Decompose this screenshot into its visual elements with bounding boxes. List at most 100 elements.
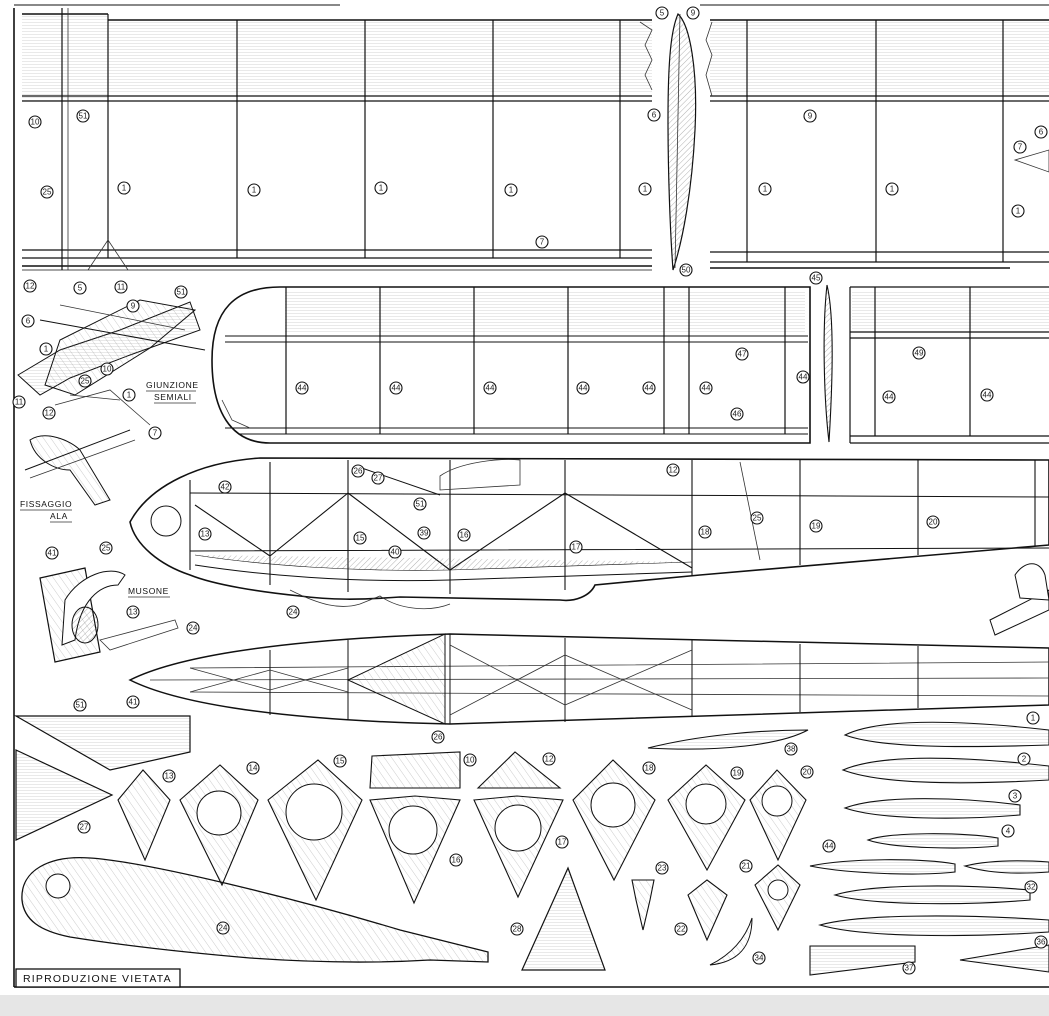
part-number: 7 [1018,143,1023,152]
wing-part-labels: 5 9 10 51 25 1 1 1 1 1 1 1 6 9 6 7 1 7 1… [23,6,1048,294]
part-number: 16 [452,856,461,865]
part-number: 25 [43,188,52,197]
part-number: 20 [929,518,938,527]
nose-caption: MUSONE [128,586,169,596]
part-number: 44 [702,384,711,393]
part-number: 1 [44,345,49,354]
part-number: 44 [799,373,808,382]
part-number: 10 [103,365,112,374]
copyright-box: RIPRODUZIONE VIETATA [15,968,181,988]
part-number: 9 [808,112,813,121]
part-number: 40 [391,548,400,557]
part-number: 6 [652,111,657,120]
part-number: 51 [416,500,425,509]
part-number: 6 [1039,128,1044,137]
part-number: 1 [1031,714,1036,723]
part-number: 14 [249,764,258,773]
part-number: 51 [76,701,85,710]
small-parts: 51 26 10 12 38 27 13 14 15 16 17 18 19 2… [13,698,814,971]
part-number: 20 [803,768,812,777]
part-number: 50 [682,266,691,275]
part-number: 24 [289,608,298,617]
part-number: 51 [79,112,88,121]
part-number: 27 [80,823,89,832]
part-number: 2 [1022,755,1027,764]
part-number: 12 [669,466,678,475]
part-number: 37 [905,964,914,973]
part-number: 24 [219,924,228,933]
part-number: 44 [825,842,834,851]
part-number: 19 [812,522,821,531]
part-number: 11 [117,283,126,292]
part-number: 28 [513,925,522,934]
part-number: 1 [122,184,127,193]
part-number: 18 [701,528,710,537]
part-number: 1 [127,391,132,400]
part-number: 4 [1006,827,1011,836]
stabilizer-plan: 45 47 49 44 44 44 44 44 44 44 44 44 46 [211,271,1049,444]
part-number: 39 [420,529,429,538]
part-number: 13 [201,530,210,539]
part-number: 44 [392,384,401,393]
plan-sheet: 5 9 10 51 25 1 1 1 1 1 1 1 6 9 6 7 1 7 1… [12,4,1049,988]
part-number: 15 [356,534,365,543]
part-number: 1 [1016,207,1021,216]
part-number: 1 [252,186,257,195]
part-number: 45 [812,274,821,283]
joint-caption-line2: SEMIALI [154,392,192,402]
part-number: 1 [890,185,895,194]
part-number: 23 [658,864,667,873]
part-number: 10 [31,118,40,127]
part-number: 47 [738,350,747,359]
joint-caption-line1: GIUNZIONE [146,380,199,390]
part-number: 16 [460,531,469,540]
part-number: 12 [545,755,554,764]
copyright-notice: RIPRODUZIONE VIETATA [23,973,172,985]
part-number: 5 [660,9,665,18]
wing-fix-caption-line2: ALA [50,511,68,521]
fuselage-side-view: 26 27 42 51 12 13 15 39 16 17 18 19 20 2… [129,457,1049,619]
part-number: 1 [763,185,768,194]
part-number: 19 [733,769,742,778]
part-number: 25 [102,544,111,553]
part-number: 13 [165,772,174,781]
part-number: 34 [755,954,764,963]
part-number: 25 [81,377,90,386]
wing-plan-right [705,19,1049,269]
wing-joint-detail: 5 9 51 6 1 10 25 1 11 12 7 GIUNZIONE SEM… [12,281,206,440]
wing-ribs: 1 2 3 4 44 32 36 37 [809,711,1049,976]
part-number: 44 [579,384,588,393]
wing-plan-left [22,8,653,271]
part-number: 15 [336,757,345,766]
fuselage-top-view: 41 [126,633,1049,725]
part-number: 44 [298,384,307,393]
part-number: 11 [15,398,24,407]
part-number: 21 [742,862,751,871]
part-number: 12 [45,409,54,418]
part-number: 46 [733,410,742,419]
part-number: 18 [645,764,654,773]
part-number: 38 [787,745,796,754]
part-number: 49 [915,349,924,358]
part-number: 24 [189,624,198,633]
part-number: 41 [129,698,138,707]
part-number: 1 [509,186,514,195]
part-number: 12 [26,282,35,291]
part-number: 1 [643,185,648,194]
viewer-footer-strip [0,995,1049,1016]
part-number: 7 [540,238,545,247]
part-number: 17 [572,543,581,552]
part-number: 36 [1037,938,1046,947]
part-number: 9 [131,302,136,311]
part-number: 17 [558,838,567,847]
part-number: 5 [78,284,83,293]
part-number: 7 [153,429,158,438]
part-number: 27 [374,474,383,483]
part-number: 44 [486,384,495,393]
part-number: 42 [221,483,230,492]
part-number: 44 [983,391,992,400]
sailplane-sketch-icon [989,563,1049,636]
part-number: 44 [645,384,654,393]
part-number: 3 [1013,792,1018,801]
nose-detail: 41 25 13 24 MUSONE [39,541,200,663]
